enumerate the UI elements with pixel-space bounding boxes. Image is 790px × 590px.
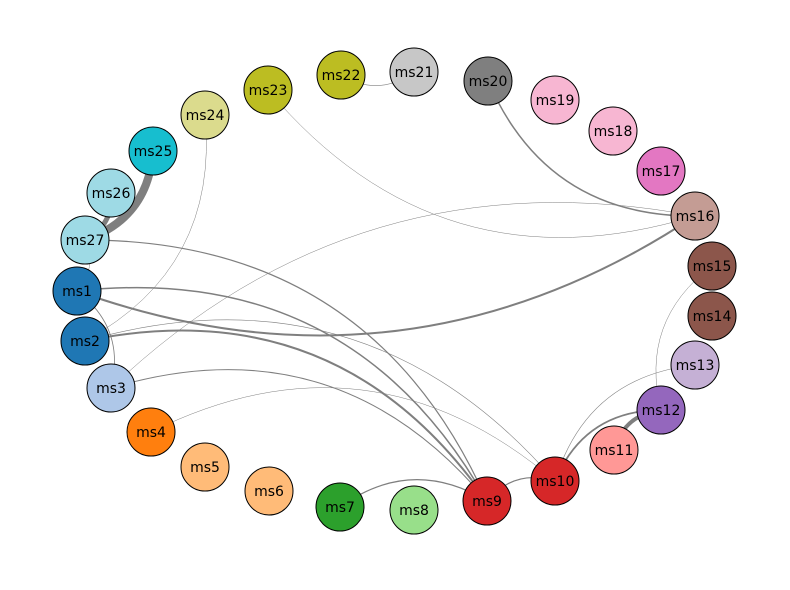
node-label-ms14: ms14: [693, 309, 732, 325]
node-ms20: ms20: [463, 56, 513, 106]
node-ms13: ms13: [670, 340, 720, 390]
node-ms16: ms16: [670, 191, 720, 241]
node-label-ms3: ms3: [96, 381, 126, 397]
node-ms15: ms15: [687, 241, 737, 291]
node-circle-ms8: [389, 485, 439, 535]
node-ms23: ms23: [243, 65, 293, 115]
edge-ms16-ms20: [487, 80, 696, 217]
node-circle-ms18: [588, 106, 638, 156]
node-circle-ms19: [530, 75, 580, 125]
node-label-ms9: ms9: [472, 494, 502, 510]
node-circle-ms4: [126, 407, 176, 457]
node-label-ms27: ms27: [66, 233, 105, 249]
node-circle-ms20: [463, 56, 513, 106]
node-circle-ms1: [52, 266, 102, 316]
node-ms6: ms6: [244, 466, 294, 516]
node-circle-ms22: [316, 50, 366, 100]
node-circle-ms15: [687, 241, 737, 291]
node-circle-ms27: [60, 215, 110, 265]
node-ms12: ms12: [636, 385, 686, 435]
node-circle-ms16: [670, 191, 720, 241]
node-label-ms2: ms2: [70, 334, 100, 350]
edge-ms1-ms16: [76, 215, 696, 337]
node-label-ms4: ms4: [136, 425, 166, 441]
edge-ms2-ms9: [84, 329, 488, 502]
node-label-ms17: ms17: [642, 164, 681, 180]
node-ms19: ms19: [530, 75, 580, 125]
node-circle-ms3: [86, 363, 136, 413]
edge-ms3-ms16: [110, 202, 696, 389]
node-label-ms15: ms15: [693, 259, 732, 275]
node-ms11: ms11: [589, 425, 639, 475]
node-label-ms12: ms12: [642, 403, 681, 419]
node-circle-ms6: [244, 466, 294, 516]
edge-ms4-ms10: [150, 387, 556, 482]
edge-ms27-ms9: [84, 239, 488, 502]
node-label-ms10: ms10: [536, 474, 575, 490]
edge-ms2-ms10: [84, 319, 556, 482]
node-ms21: ms21: [389, 47, 439, 97]
node-ms1: ms1: [52, 266, 102, 316]
node-circle-ms25: [128, 126, 178, 176]
node-circle-ms2: [60, 316, 110, 366]
node-ms27: ms27: [60, 215, 110, 265]
node-ms17: ms17: [636, 146, 686, 196]
node-ms24: ms24: [180, 90, 230, 140]
node-label-ms13: ms13: [676, 358, 715, 374]
node-circle-ms14: [687, 291, 737, 341]
node-circle-ms26: [86, 168, 136, 218]
node-label-ms18: ms18: [594, 124, 633, 140]
edge-ms16-ms23: [267, 89, 696, 238]
node-circle-ms24: [180, 90, 230, 140]
node-ms8: ms8: [389, 485, 439, 535]
node-ms2: ms2: [60, 316, 110, 366]
edge-ms2-ms24: [84, 114, 207, 342]
node-label-ms5: ms5: [190, 460, 220, 476]
node-circle-ms23: [243, 65, 293, 115]
node-label-ms22: ms22: [322, 68, 361, 84]
node-label-ms8: ms8: [399, 503, 429, 519]
node-ms7: ms7: [315, 482, 365, 532]
node-ms3: ms3: [86, 363, 136, 413]
node-ms9: ms9: [462, 476, 512, 526]
node-ms18: ms18: [588, 106, 638, 156]
node-layer: ms1 ms2 ms3 ms4 ms5 ms6 ms7 ms8 ms9 ms10 ms11 ms12 m…: [52, 47, 737, 535]
node-label-ms26: ms26: [92, 186, 131, 202]
node-label-ms1: ms1: [62, 284, 92, 300]
edge-ms1-ms9: [76, 286, 488, 502]
node-circle-ms21: [389, 47, 439, 97]
node-label-ms23: ms23: [249, 83, 288, 99]
node-label-ms19: ms19: [536, 93, 575, 109]
node-circle-ms5: [180, 442, 230, 492]
node-label-ms25: ms25: [134, 144, 173, 160]
node-ms5: ms5: [180, 442, 230, 492]
node-label-ms20: ms20: [469, 74, 508, 90]
node-ms4: ms4: [126, 407, 176, 457]
node-label-ms6: ms6: [254, 484, 284, 500]
node-ms26: ms26: [86, 168, 136, 218]
node-label-ms11: ms11: [595, 443, 634, 459]
node-circle-ms13: [670, 340, 720, 390]
node-circle-ms12: [636, 385, 686, 435]
node-label-ms7: ms7: [325, 500, 355, 516]
node-ms25: ms25: [128, 126, 178, 176]
node-circle-ms11: [589, 425, 639, 475]
node-circle-ms9: [462, 476, 512, 526]
node-label-ms21: ms21: [395, 65, 434, 81]
node-label-ms16: ms16: [676, 209, 715, 225]
node-ms14: ms14: [687, 291, 737, 341]
node-ms22: ms22: [316, 50, 366, 100]
node-circle-ms17: [636, 146, 686, 196]
node-circle-ms10: [530, 456, 580, 506]
edge-ms10-ms13: [554, 364, 696, 482]
node-label-ms24: ms24: [186, 108, 225, 124]
node-ms10: ms10: [530, 456, 580, 506]
node-circle-ms7: [315, 482, 365, 532]
edge-ms3-ms9: [110, 369, 488, 502]
